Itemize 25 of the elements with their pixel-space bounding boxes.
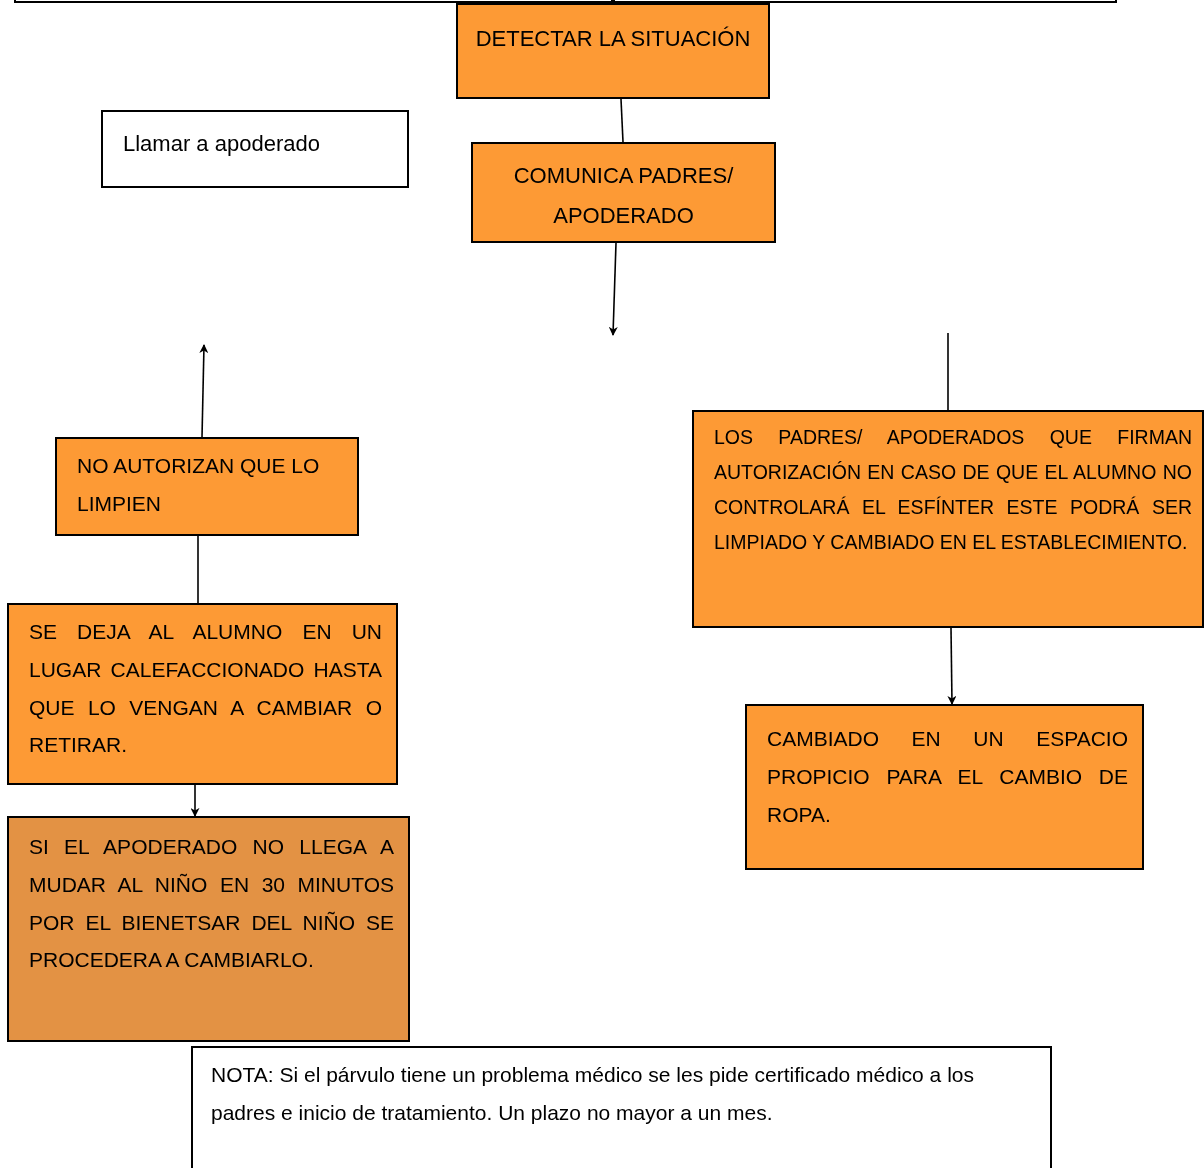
arrow xyxy=(608,242,618,336)
box-text: CAMBIADO EN UN ESPACIO PROPICIO PARA EL CAMBIO DE ROPA. xyxy=(767,726,1128,828)
process-box xyxy=(745,704,1144,870)
process-box xyxy=(692,410,1204,628)
note-box xyxy=(101,110,409,188)
box-text: NOTA: Si el párvulo tiene un problema médico se les pide certificado médico a los padres e inicio de tratamiento. Un plazo no mayor a un mes. xyxy=(211,1062,975,1126)
process-box xyxy=(55,437,359,536)
arrow xyxy=(199,344,209,438)
box-text: DETECTAR LA SITUACIÓN xyxy=(474,25,752,53)
connector-line xyxy=(947,332,949,411)
process-box xyxy=(456,3,770,99)
note-box xyxy=(191,1046,1052,1168)
process-box xyxy=(7,816,410,1042)
box-text: SI EL APODERADO NO LLEGA A MUDAR AL NIÑO EN 30 MINUTOS POR EL BIENETSAR DEL NIÑO SE PROCEDERA A CAMBIARLO. xyxy=(29,834,394,974)
box-text: LOS PADRES/ APODERADOS QUE FIRMAN AUTORIZACIÓN EN CASO DE QUE EL ALUMNO NO CONTROLARÁ EL ESFÍNTER ESTE PODRÁ SER LIMPIADO Y CAMBIADO EN EL ESTABLECIMIENTO. xyxy=(714,425,1192,556)
connector-line xyxy=(197,535,199,604)
process-box xyxy=(471,142,776,243)
box-text: NO AUTORIZAN QUE LO LIMPIEN xyxy=(77,453,321,517)
process-box xyxy=(7,603,398,785)
arrow xyxy=(947,627,957,705)
box-text: SE DEJA AL ALUMNO EN UN LUGAR CALEFACCIONADO HASTA QUE LO VENGAN A CAMBIAR O RETIRAR. xyxy=(29,619,382,759)
arrow xyxy=(190,784,200,817)
box-text: COMUNICA PADRES/ APODERADO xyxy=(512,162,735,230)
connector-line xyxy=(620,98,624,143)
box-text: Llamar a apoderado xyxy=(123,130,321,158)
